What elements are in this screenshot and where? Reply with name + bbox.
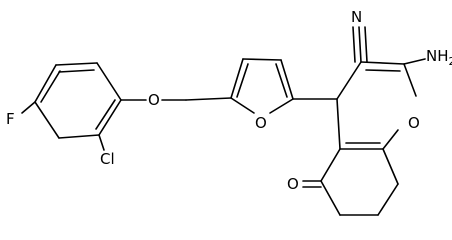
nitrile-triple — [352, 26, 356, 63]
molecule-structure: F Cl O O N NH2 O O — [6, 8, 452, 216]
amino-text: NH — [426, 47, 449, 65]
nitrile-nitrogen-label: N — [351, 8, 362, 26]
pyran-oxygen-label: O — [408, 114, 420, 132]
nitrile-bond — [358, 26, 362, 63]
chloro-bond — [98, 134, 105, 151]
ether-oxygen-label: O — [148, 91, 160, 109]
ketone-oxygen-label: O — [287, 175, 299, 193]
aryl-ring — [34, 62, 122, 139]
amino-subscript: 2 — [449, 55, 452, 68]
chlorine-label: Cl — [100, 150, 115, 168]
nitrile-triple-2 — [364, 26, 368, 63]
pyran-ring — [336, 61, 417, 150]
furan-ring — [230, 58, 294, 114]
ch2-furan-bond — [185, 97, 232, 101]
cyclohexanone-ring — [320, 148, 399, 216]
fluorine-label: F — [6, 110, 15, 128]
fluoro-bond — [21, 101, 36, 114]
furan-oxygen-label: O — [255, 114, 267, 132]
amino-label: NH2 — [426, 47, 452, 68]
amino-bond — [403, 58, 426, 65]
